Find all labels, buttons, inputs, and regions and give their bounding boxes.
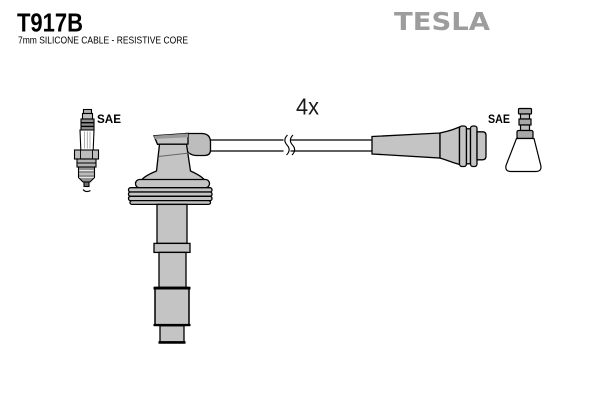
part-description: 7mm SILICONE CABLE - RESISTIVE CORE bbox=[18, 35, 188, 47]
coil-terminal-sae-label: SAE bbox=[488, 112, 510, 126]
angled-plug-boot-icon bbox=[127, 132, 213, 344]
coil-terminal-icon bbox=[505, 107, 542, 173]
spark-plug-sae-label: SAE bbox=[97, 112, 121, 126]
straight-coil-boot-icon bbox=[371, 125, 487, 168]
part-number: T917B bbox=[17, 8, 83, 38]
quantity-label: 4x bbox=[296, 94, 319, 120]
brand-logo: TESLA bbox=[394, 7, 491, 36]
spark-plug-icon bbox=[73, 108, 100, 193]
cable-break-icon bbox=[284, 134, 296, 156]
ignition-cable-icon bbox=[210, 134, 372, 156]
